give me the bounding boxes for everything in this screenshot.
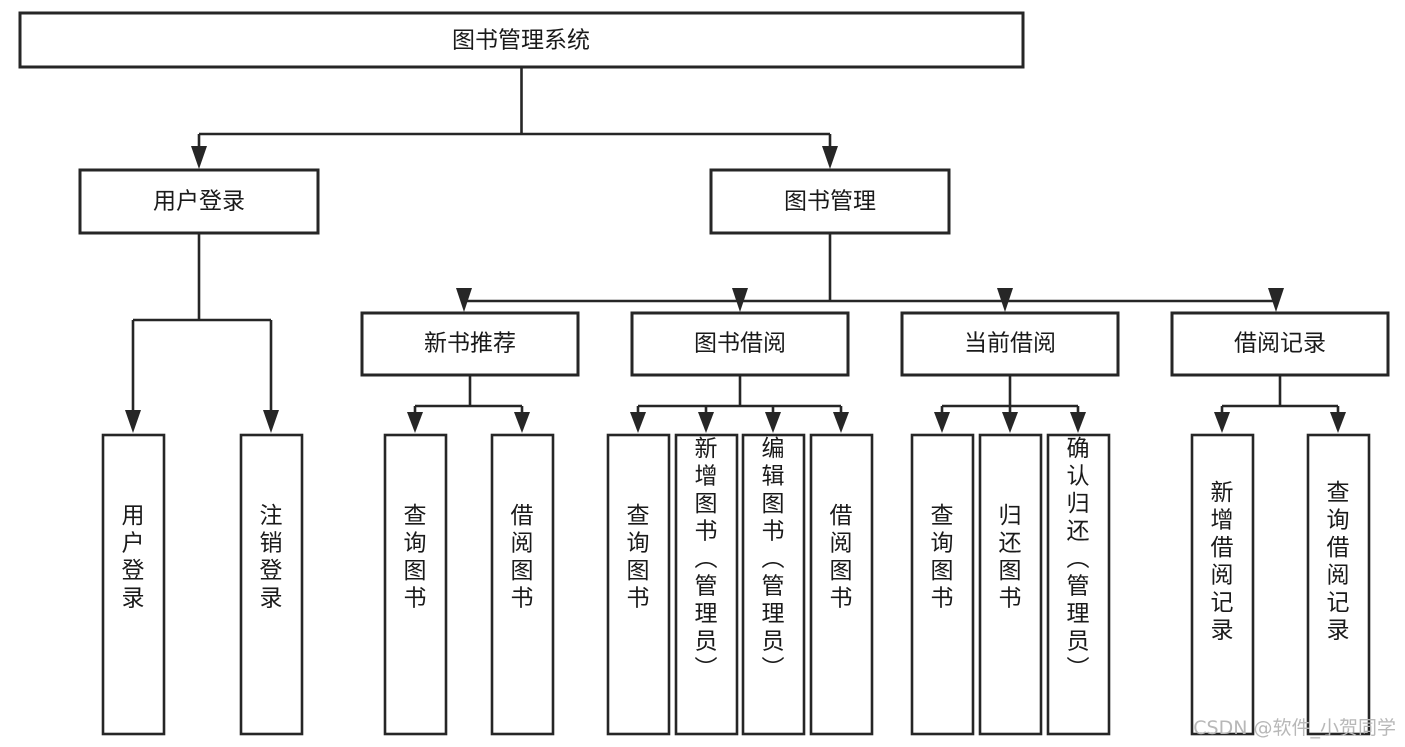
leaf-newbook-query-box[interactable] xyxy=(383,433,448,736)
arrow-record-l2 xyxy=(1330,412,1346,433)
node-new-book-recommend-box[interactable] xyxy=(360,311,580,377)
leaf-record-add[interactable]: 新增借阅记录 xyxy=(1190,433,1255,736)
arrow-bookmgmt-c1 xyxy=(456,288,472,312)
leaf-user-login-logout-label: 注销登录 xyxy=(260,503,283,612)
leaf-current-query-label: 查询图书 xyxy=(931,503,954,612)
leaf-borrow-edit-label: 编辑图书︵管理员︶ xyxy=(762,436,785,682)
node-root-box[interactable] xyxy=(18,11,1025,69)
node-book-borrow-box[interactable] xyxy=(630,311,850,377)
leaf-borrow-edit[interactable]: 编辑图书︵管理员︶ xyxy=(741,433,806,736)
leaf-newbook-borrow-box[interactable] xyxy=(490,433,555,736)
leaf-current-confirm-return[interactable]: 确认归还︵管理员︶ xyxy=(1046,433,1111,736)
node-borrow-record-label: 借阅记录 xyxy=(1234,331,1326,357)
leaf-current-confirm-return-label: 确认归还︵管理员︶ xyxy=(1067,436,1090,682)
arrow-userlogin-l1 xyxy=(125,410,141,433)
leaf-record-add-label: 新增借阅记录 xyxy=(1211,480,1234,644)
arrow-root-to-userlogin xyxy=(191,146,207,169)
leaf-current-return-box[interactable] xyxy=(978,433,1043,736)
leaf-borrow-query-label: 查询图书 xyxy=(627,503,650,612)
arrow-current-l2 xyxy=(1002,412,1018,433)
leaf-borrow-add-box[interactable] xyxy=(674,433,739,736)
leaf-record-query-label: 查询借阅记录 xyxy=(1327,480,1350,644)
node-book-borrow[interactable]: 图书借阅 xyxy=(630,311,850,377)
leaf-borrow-lend[interactable]: 借阅图书 xyxy=(809,433,874,736)
arrow-borrow-l2 xyxy=(698,412,714,433)
arrow-userlogin-l2 xyxy=(263,410,279,433)
connector-layer xyxy=(125,67,1346,433)
leaf-newbook-query-label: 查询图书 xyxy=(404,503,427,612)
leaf-record-query-box[interactable] xyxy=(1306,433,1371,736)
leaf-borrow-add-label: 新增图书︵管理员︶ xyxy=(695,436,718,682)
leaf-borrow-add[interactable]: 新增图书︵管理员︶ xyxy=(674,433,739,736)
leaf-borrow-lend-box[interactable] xyxy=(809,433,874,736)
node-book-borrow-label: 图书借阅 xyxy=(694,331,786,357)
arrow-bookmgmt-c3 xyxy=(997,288,1013,312)
node-current-borrow[interactable]: 当前借阅 xyxy=(900,311,1120,377)
leaf-borrow-lend-label: 借阅图书 xyxy=(830,503,853,612)
leaf-record-query[interactable]: 查询借阅记录 xyxy=(1306,433,1371,736)
arrow-borrow-l3 xyxy=(765,412,781,433)
arrow-borrow-l1 xyxy=(630,412,646,433)
leaf-user-login-logout-box[interactable] xyxy=(239,433,304,736)
arrow-root-to-bookmgmt xyxy=(822,146,838,169)
arrow-borrow-l4 xyxy=(833,412,849,433)
leaf-current-return[interactable]: 归还图书 xyxy=(978,433,1043,736)
node-user-login[interactable]: 用户登录 xyxy=(78,168,320,235)
leaf-newbook-borrow-label: 借阅图书 xyxy=(511,503,534,612)
leaf-current-confirm-return-box[interactable] xyxy=(1046,433,1111,736)
arrow-bookmgmt-c2 xyxy=(732,288,748,312)
node-user-login-box[interactable] xyxy=(78,168,320,235)
node-new-book-recommend[interactable]: 新书推荐 xyxy=(360,311,580,377)
leaf-user-login-login-label: 用户登录 xyxy=(122,503,145,612)
leaf-borrow-query[interactable]: 查询图书 xyxy=(606,433,671,736)
node-user-login-label: 用户登录 xyxy=(153,189,245,215)
node-book-management[interactable]: 图书管理 xyxy=(709,168,951,235)
node-current-borrow-label: 当前借阅 xyxy=(964,331,1056,357)
node-book-management-box[interactable] xyxy=(709,168,951,235)
leaf-user-login-login-box[interactable] xyxy=(101,433,166,736)
node-book-management-label: 图书管理 xyxy=(784,189,876,215)
node-borrow-record-box[interactable] xyxy=(1170,311,1390,377)
leaf-newbook-query[interactable]: 查询图书 xyxy=(383,433,448,736)
node-borrow-record[interactable]: 借阅记录 xyxy=(1170,311,1390,377)
leaf-user-login-login[interactable]: 用户登录 xyxy=(101,433,166,736)
leaf-current-query-box[interactable] xyxy=(910,433,975,736)
leaf-current-query[interactable]: 查询图书 xyxy=(910,433,975,736)
arrow-newbook-l2 xyxy=(514,412,530,433)
arrow-record-l1 xyxy=(1214,412,1230,433)
node-root-label: 图书管理系统 xyxy=(452,28,590,54)
arrow-bookmgmt-c4 xyxy=(1268,288,1284,312)
node-new-book-recommend-label: 新书推荐 xyxy=(424,331,516,357)
arrow-newbook-l1 xyxy=(407,412,423,433)
leaf-newbook-borrow[interactable]: 借阅图书 xyxy=(490,433,555,736)
leaf-borrow-query-box[interactable] xyxy=(606,433,671,736)
arrow-current-l1 xyxy=(934,412,950,433)
csdn-watermark: CSDN @软件_小贺同学 xyxy=(1193,717,1396,739)
leaf-record-add-box[interactable] xyxy=(1190,433,1255,736)
node-current-borrow-box[interactable] xyxy=(900,311,1120,377)
leaf-borrow-edit-box[interactable] xyxy=(741,433,806,736)
node-root[interactable]: 图书管理系统 xyxy=(18,11,1025,69)
leaf-user-login-logout[interactable]: 注销登录 xyxy=(239,433,304,736)
arrow-current-l3 xyxy=(1070,412,1086,433)
leaf-current-return-label: 归还图书 xyxy=(999,503,1022,612)
